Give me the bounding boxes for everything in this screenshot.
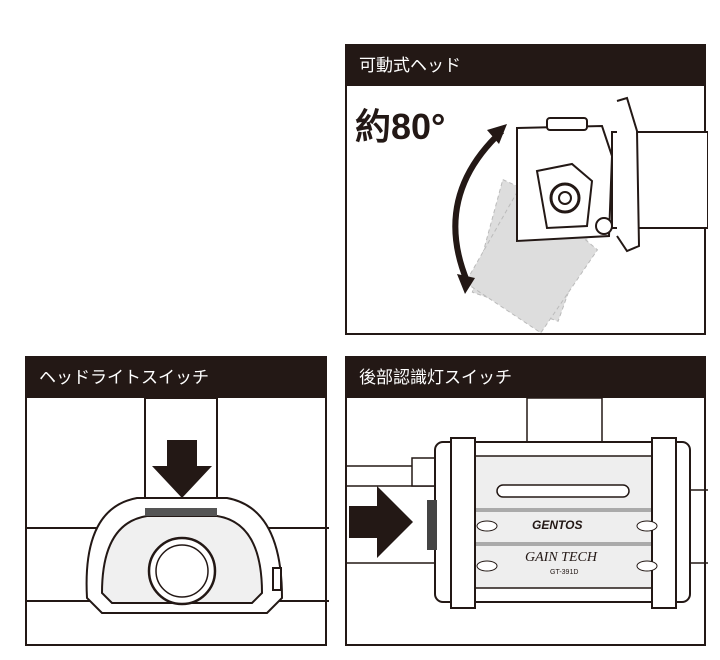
headlight-switch-illustration — [27, 397, 329, 614]
brand-label: GENTOS — [532, 518, 583, 532]
tilt-angle-label: 約80° — [355, 106, 446, 147]
panel-title: 可動式ヘッド — [347, 46, 704, 86]
panel-tilt-head: 可動式ヘッド 約80° — [345, 44, 708, 335]
panel-rear-light-switch: 後部認識灯スイッチ GENTOS GAIN TECH GT-391D — [345, 356, 708, 646]
model-label: GT-391D — [550, 569, 579, 576]
panel-headlight-switch: ヘッドライトスイッチ — [25, 356, 329, 646]
panel-title: ヘッドライトスイッチ — [27, 358, 325, 398]
arrow-right-icon — [349, 486, 413, 558]
arrow-down-icon — [152, 440, 212, 498]
tilt-head-illustration — [452, 96, 708, 334]
panel-title: 後部認識灯スイッチ — [347, 358, 704, 398]
rear-light-switch-illustration — [347, 397, 708, 609]
series-label: GAIN TECH — [525, 550, 597, 565]
rotation-arrow-icon — [452, 128, 505, 283]
